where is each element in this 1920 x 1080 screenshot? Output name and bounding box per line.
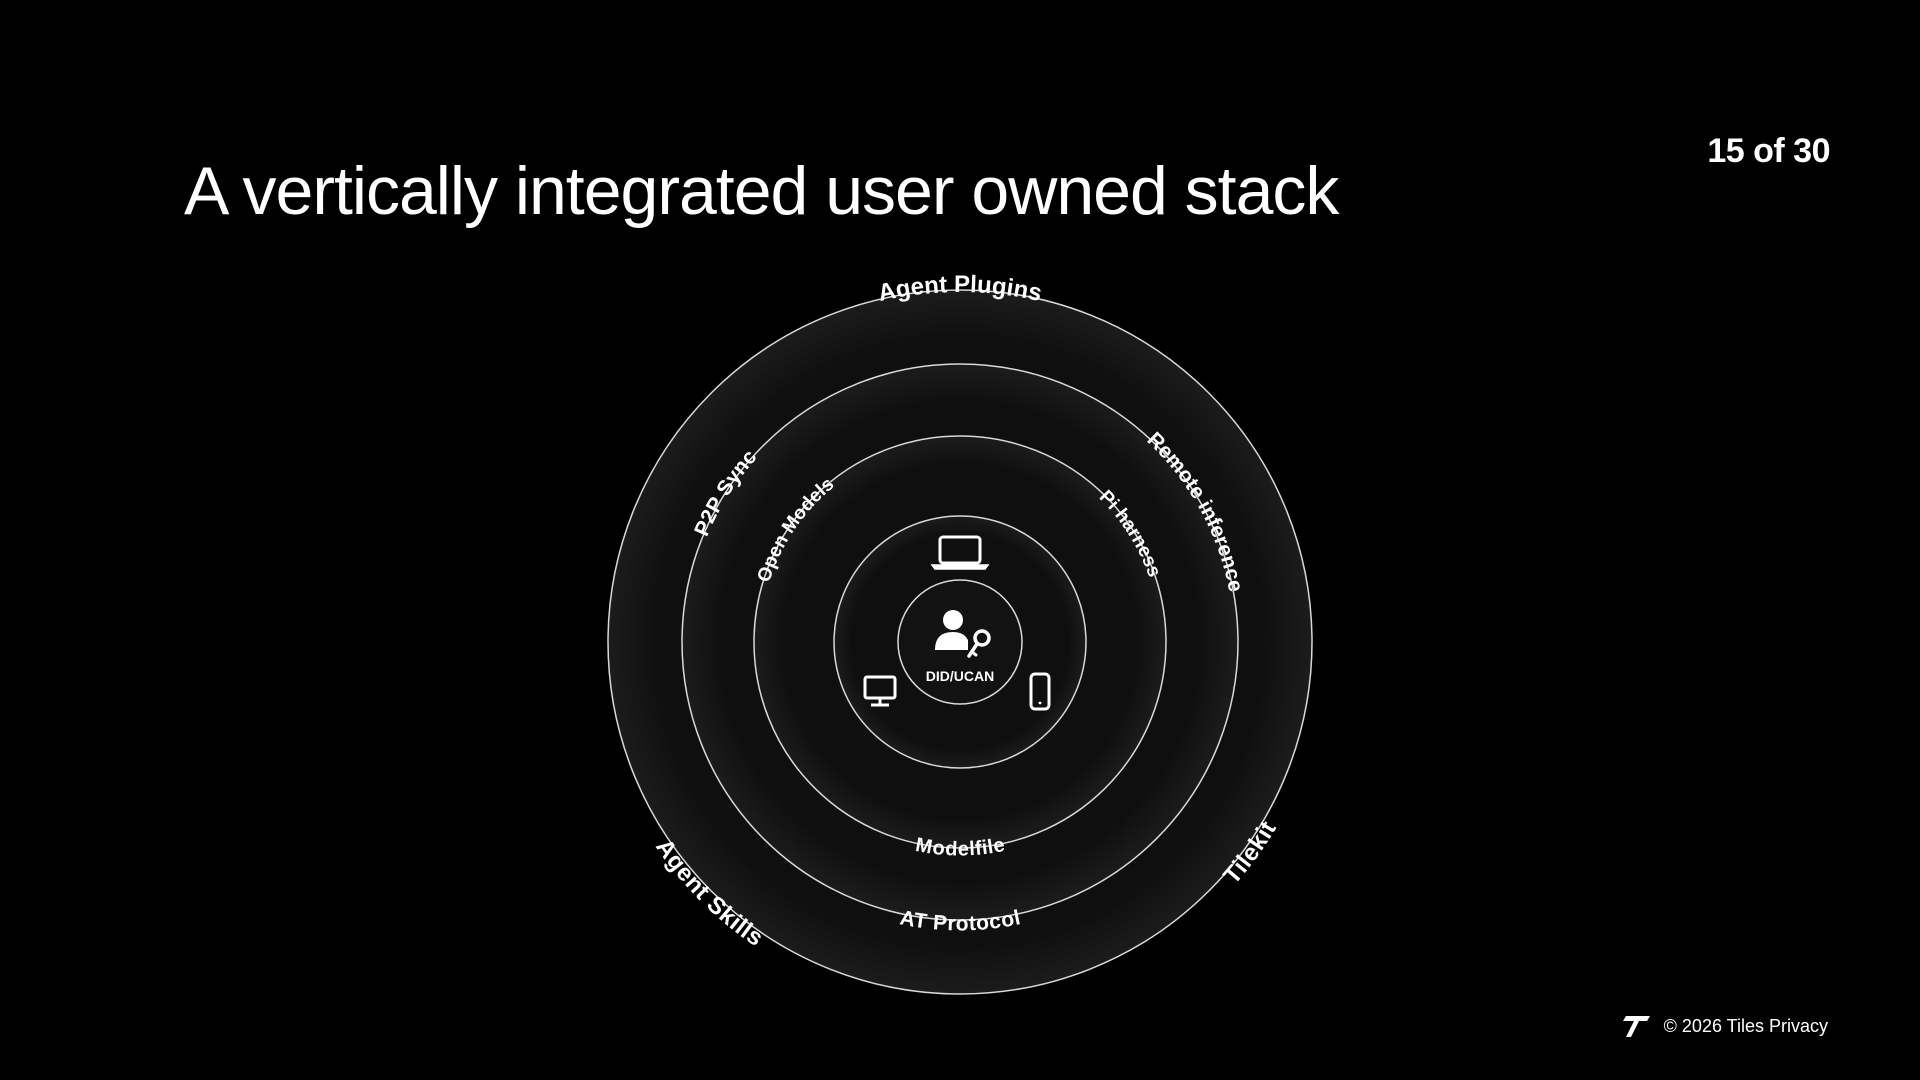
tiles-logo-icon xyxy=(1622,1016,1650,1037)
desktop-monitor-icon xyxy=(863,675,897,707)
slide-title: A vertically integrated user owned stack xyxy=(184,153,1339,229)
footer: © 2026 Tiles Privacy xyxy=(1622,1013,1828,1039)
page-counter: 15 of 30 xyxy=(1707,132,1830,170)
user-key-icon xyxy=(935,610,991,658)
footer-copyright: © 2026 Tiles Privacy xyxy=(1663,1015,1828,1036)
smartphone-icon xyxy=(1029,672,1051,711)
laptop-icon xyxy=(930,535,990,570)
center-label-did-ucan: DID/UCAN xyxy=(926,668,994,684)
